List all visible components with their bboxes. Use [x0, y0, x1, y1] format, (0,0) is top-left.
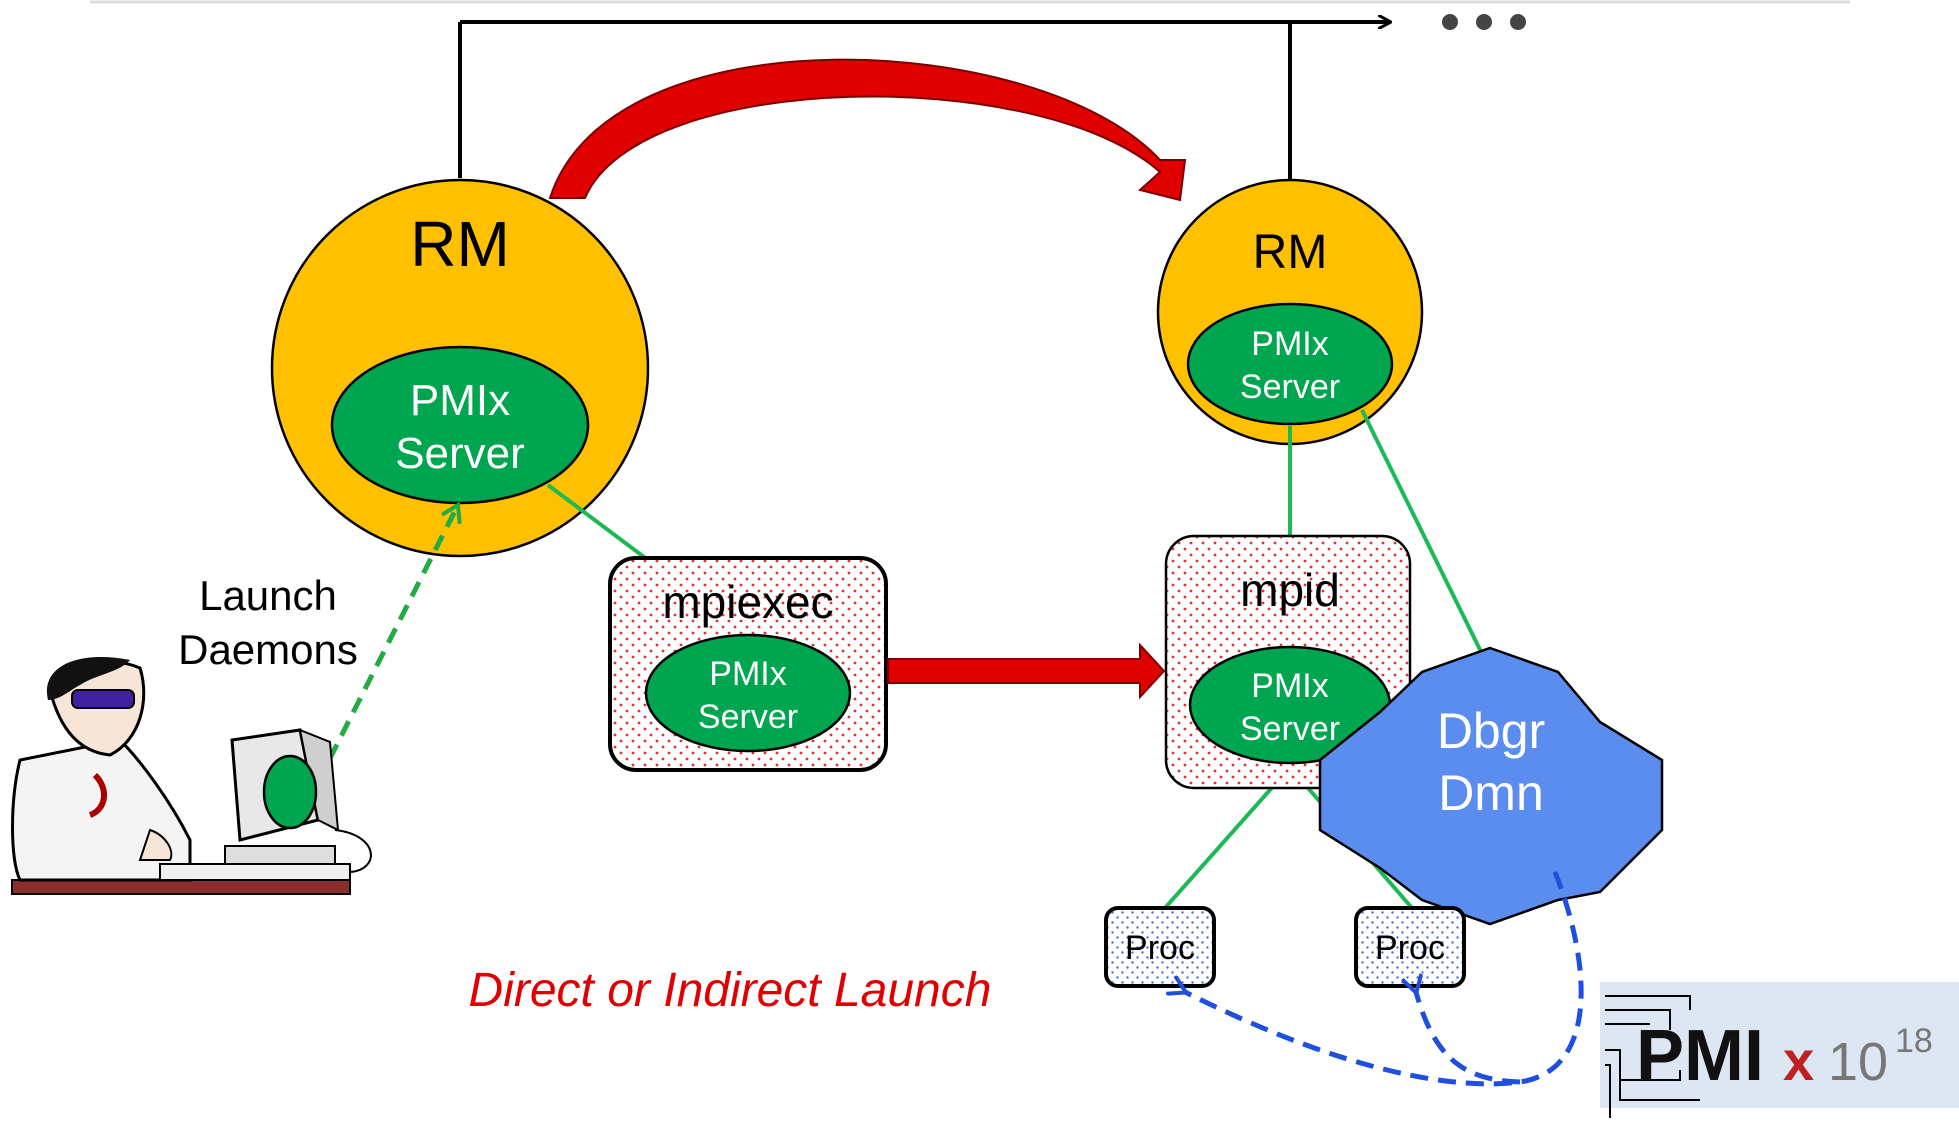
proc-label-1: Proc: [1125, 929, 1195, 967]
top-flow-lines: [458, 22, 1390, 180]
logo-pmi: PMI: [1636, 1016, 1764, 1096]
right-rm-label: RM: [1253, 226, 1328, 279]
dbgr-line1: Dbgr: [1437, 703, 1545, 759]
migration-arrow: [548, 58, 1187, 202]
left-rm-label: RM: [410, 208, 510, 280]
left-pmix-line2: Server: [395, 429, 525, 478]
right-pmix-line2: Server: [1240, 368, 1340, 406]
mpiexec-pmix-line2: Server: [698, 698, 798, 736]
dbgr-dmn-node: [1318, 646, 1664, 926]
mpiexec-to-mpid-arrow: [887, 642, 1166, 700]
debugger-attach-lines: [1185, 871, 1584, 1087]
pmix-links: [546, 409, 1492, 910]
launch-note: Direct or Indirect Launch: [469, 964, 992, 1017]
launch-label-line1: Launch: [199, 572, 337, 619]
right-pmix-line1: PMIx: [1251, 325, 1328, 363]
proc-label-2: Proc: [1375, 929, 1445, 967]
logo-num: 10: [1828, 1032, 1888, 1092]
right-pmix-server: [1186, 302, 1394, 426]
left-pmix-server: [330, 345, 590, 505]
dbgr-line2: Dmn: [1438, 765, 1544, 821]
mpiexec-pmix-server: [644, 633, 852, 753]
logo-exp: 18: [1895, 1022, 1933, 1060]
launch-label-line2: Daemons: [178, 626, 358, 673]
programmer-at-computer-icon: [11, 656, 372, 895]
mpiexec-label: mpiexec: [662, 576, 833, 628]
top-ellipsis-dots: [1442, 14, 1526, 30]
left-pmix-line1: PMIx: [410, 376, 510, 425]
mpid-pmix-line2: Server: [1240, 710, 1340, 748]
mpid-label: mpid: [1240, 564, 1340, 616]
proc-box-1: [1104, 906, 1216, 988]
pmix-logo: PMI x 10 18: [1600, 982, 1959, 1118]
mpid-pmix-line1: PMIx: [1251, 667, 1328, 705]
logo-x: x: [1783, 1029, 1814, 1092]
mpiexec-pmix-line1: PMIx: [709, 655, 786, 693]
